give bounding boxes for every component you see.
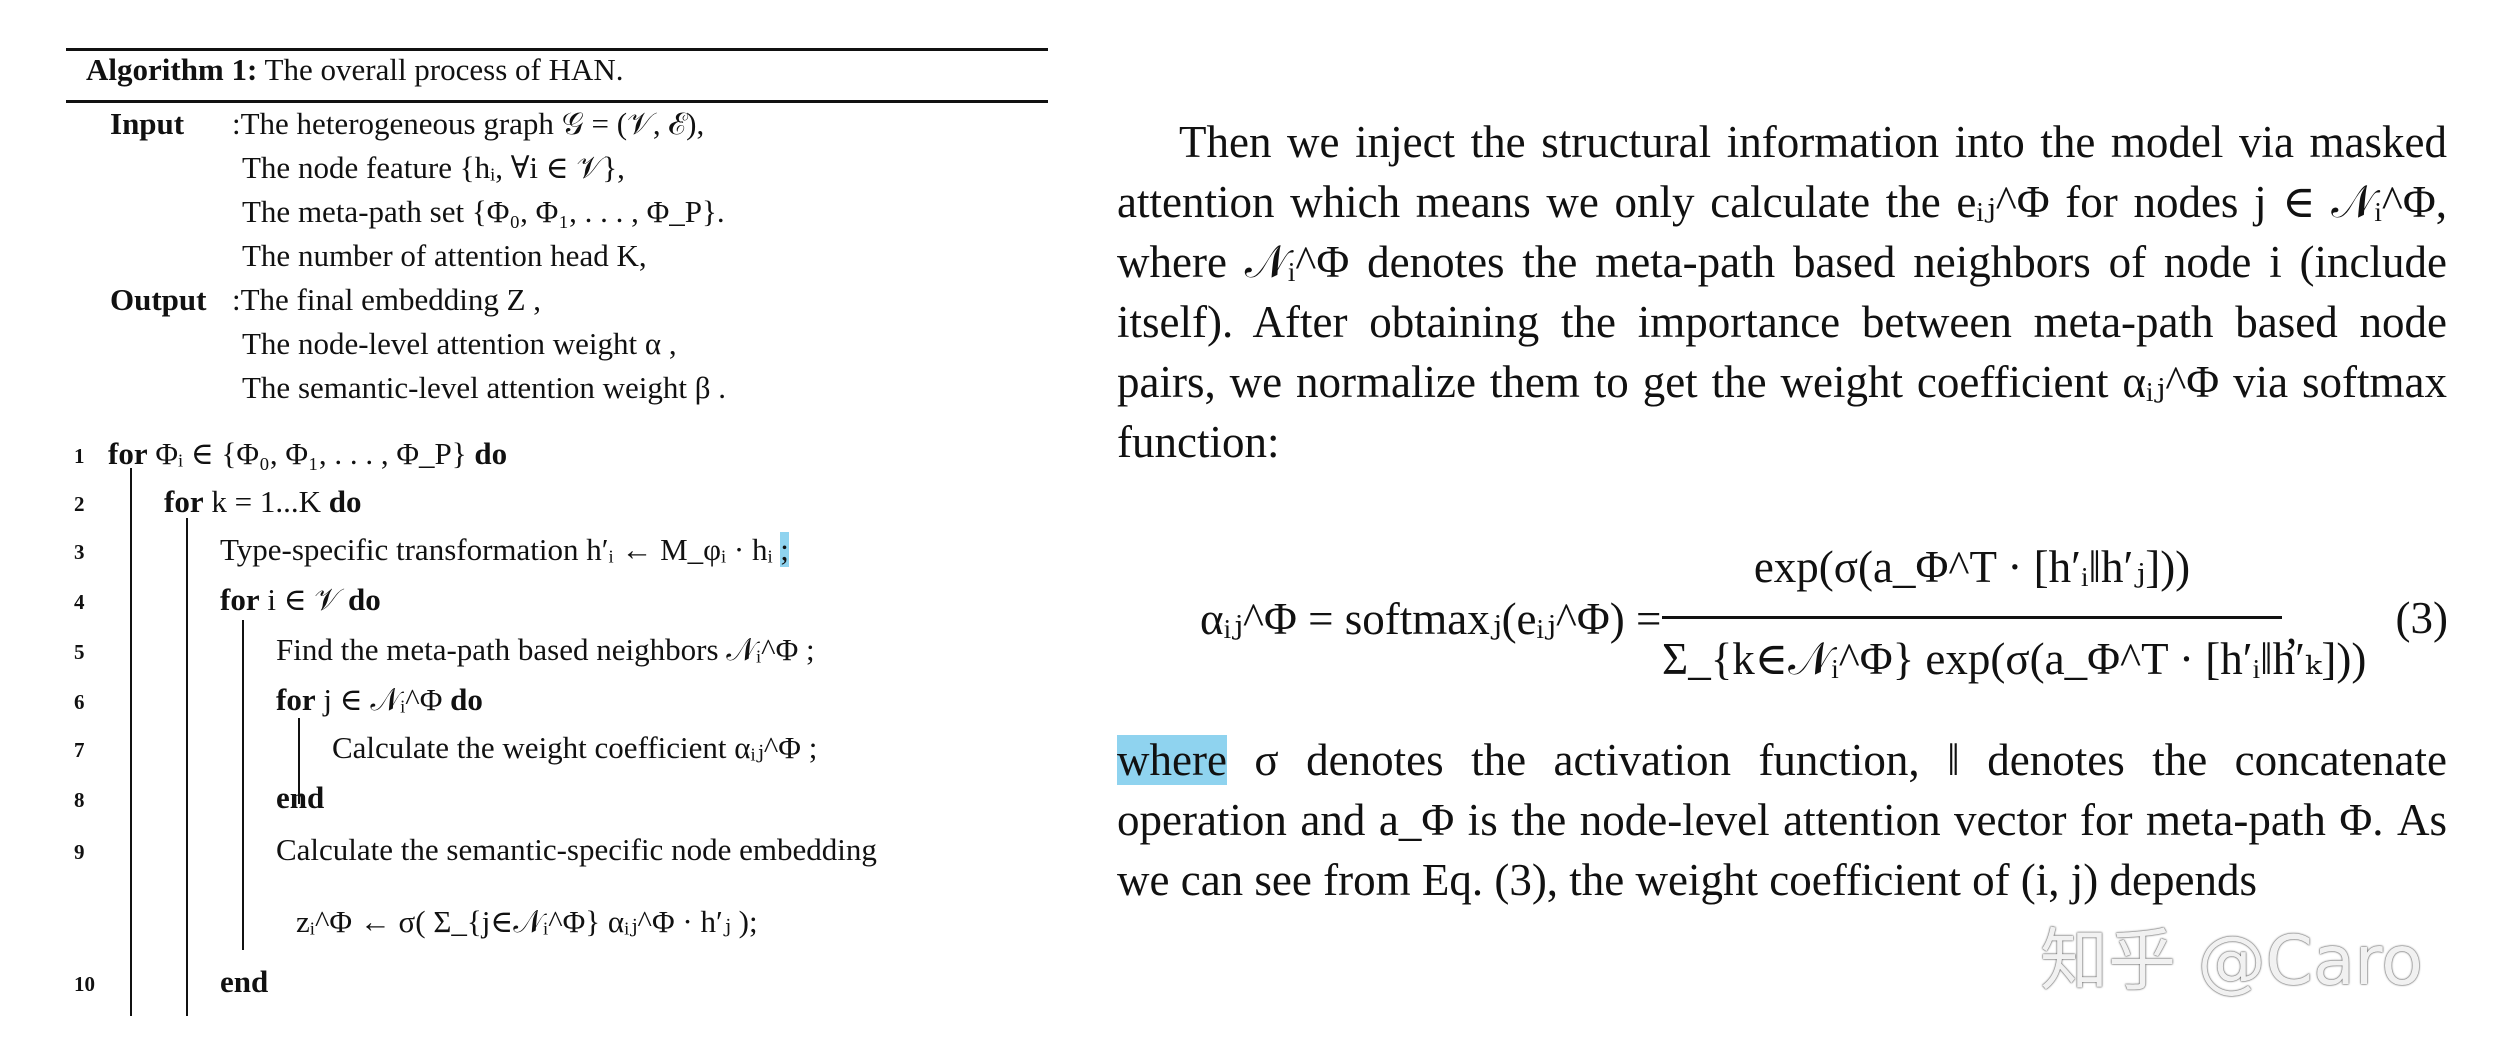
line-number: 2 — [74, 492, 85, 516]
title-rule — [66, 100, 1048, 103]
line-number: 10 — [74, 972, 95, 996]
algo-step: Calculate the semantic-specific node emb… — [276, 832, 877, 867]
output-label: Output — [110, 282, 207, 317]
output-line: The semantic-level attention weight β . — [242, 370, 727, 405]
input-line: The node feature {hᵢ, ∀i ∈ 𝒱}, — [242, 150, 625, 185]
highlighted-semicolon: ; — [780, 532, 789, 567]
block-bar — [130, 468, 132, 1016]
algo-step-formula: zᵢ^Φ ← σ( Σ_{j∈𝒩ᵢ^Φ} αᵢⱼ^Φ · h′ⱼ ); — [296, 904, 758, 939]
top-rule — [66, 48, 1048, 51]
block-bar — [242, 620, 244, 950]
line-number: 1 — [74, 444, 85, 468]
paragraph-2: where σ denotes the activation function,… — [1117, 730, 2447, 910]
equation-denominator: Σ_{k∈𝒩ᵢ^Φ} exp(σ(a_Φ^T · [h′ᵢ‖h′ₖ])) — [1662, 634, 2367, 684]
algo-step: for Φᵢ ∈ {Φ₀, Φ₁, . . . , Φ_P} do — [108, 436, 508, 471]
fraction-bar — [1662, 616, 2282, 619]
equation-number: (3) — [2395, 593, 2448, 643]
equation-lhs: αᵢⱼ^Φ = softmaxⱼ(eᵢⱼ^Φ) = — [1200, 594, 1662, 644]
equation-numerator: exp(σ(a_Φ^T · [h′ᵢ‖h′ⱼ])) — [1753, 542, 2191, 592]
equation-comma: , — [2286, 603, 2298, 653]
line-number: 5 — [74, 640, 85, 664]
paragraph-text: where σ denotes the activation function,… — [1117, 735, 2447, 905]
algorithm-title: Algorithm 1: The overall process of HAN. — [86, 52, 624, 87]
block-bar — [298, 718, 300, 804]
block-bar — [186, 518, 188, 1016]
algo-step: end — [276, 780, 325, 815]
line-number: 4 — [74, 590, 85, 614]
algo-step: end — [220, 964, 269, 999]
input-line: :The heterogeneous graph 𝒢 = (𝒱, ℰ), — [232, 106, 705, 141]
paragraph-text: Then we inject the structural informatio… — [1117, 117, 2447, 467]
highlighted-word[interactable]: where — [1117, 735, 1227, 785]
output-line: :The final embedding Z , — [232, 282, 542, 317]
algo-step: Type-specific transformation h′ᵢ ← M_φᵢ … — [220, 532, 789, 567]
algo-step: for i ∈ 𝒱 do — [220, 582, 381, 617]
output-line: The node-level attention weight α , — [242, 326, 677, 361]
algo-step: Find the meta-path based neighbors 𝒩ᵢ^Φ … — [276, 632, 815, 667]
input-line: The number of attention head K, — [242, 238, 647, 273]
algo-step: for k = 1...K do — [164, 484, 362, 519]
line-number: 8 — [74, 788, 85, 812]
paragraph-1: Then we inject the structural informatio… — [1117, 112, 2447, 472]
algo-step: Calculate the weight coefficient αᵢⱼ^Φ ; — [332, 730, 818, 765]
algo-step: for j ∈ 𝒩ᵢ^Φ do — [276, 682, 483, 717]
input-label: Input — [110, 106, 185, 141]
line-number: 7 — [74, 738, 85, 762]
watermark: 知乎 @Caro — [2040, 922, 2423, 1001]
line-number: 6 — [74, 690, 85, 714]
input-line: The meta-path set {Φ₀, Φ₁, . . . , Φ_P}. — [242, 194, 725, 229]
line-number: 3 — [74, 540, 85, 564]
line-number: 9 — [74, 840, 85, 864]
equation-3: αᵢⱼ^Φ = softmaxⱼ(eᵢⱼ^Φ) = exp(σ(a_Φ^T · … — [1200, 540, 2448, 710]
